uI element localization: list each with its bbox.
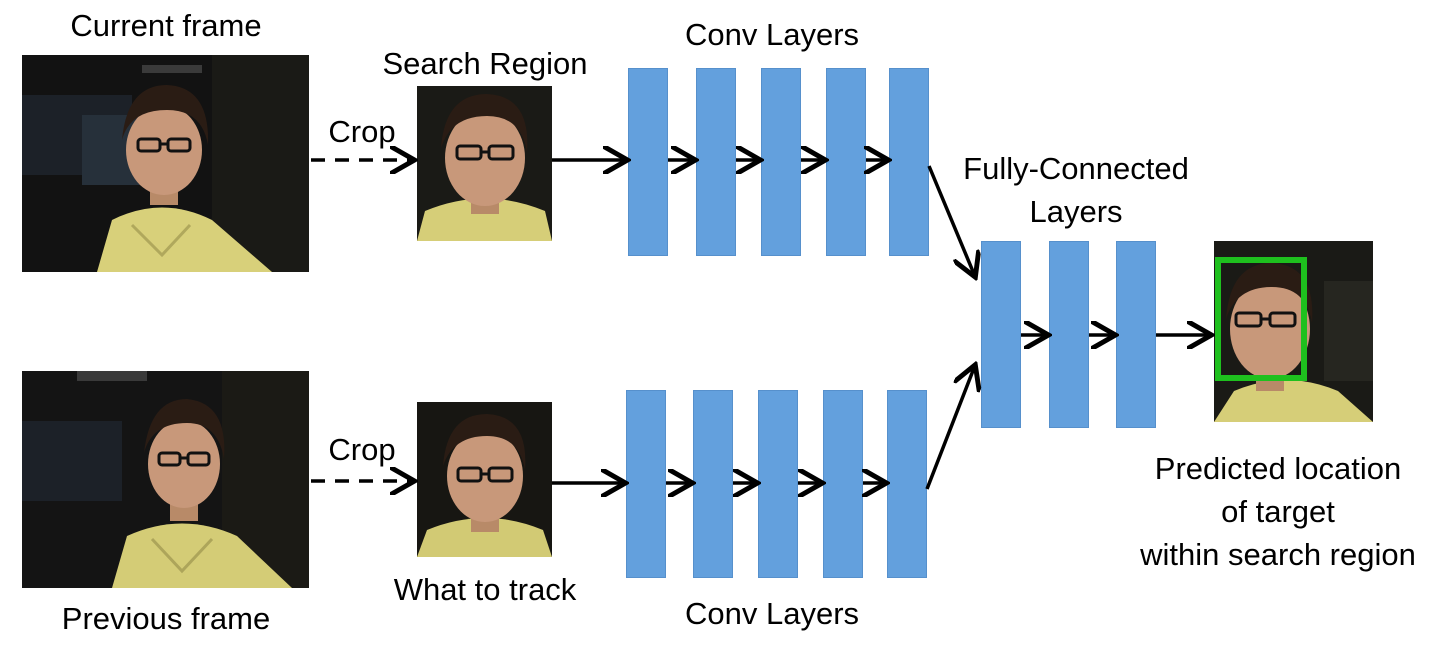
what-to-track-label: What to track [393, 572, 577, 607]
prediction-bounding-box [1215, 257, 1307, 381]
fc-layer-3 [1116, 241, 1156, 428]
conv-layer-bottom-3 [758, 390, 798, 578]
fc-layer-1 [981, 241, 1021, 428]
conv-top-to-fc-arrow [927, 165, 974, 274]
crop-label-bottom: Crop [328, 432, 396, 467]
predicted-location-image [1214, 241, 1373, 422]
search-region-image [417, 86, 552, 241]
current-frame-image [22, 55, 309, 272]
fc-layers-label-line2: Layers [1029, 194, 1123, 229]
current-frame-label: Current frame [70, 8, 262, 43]
conv-layers-label-top: Conv Layers [684, 17, 860, 52]
crop-label-top: Crop [328, 114, 396, 149]
conv-layer-top-2 [696, 68, 736, 256]
fc-layers-label-line1: Fully-Connected [963, 151, 1189, 186]
conv-layer-bottom-1 [626, 390, 666, 578]
conv-layers-label-bottom: Conv Layers [684, 596, 860, 631]
conv-layer-bottom-5 [887, 390, 927, 578]
what-to-track-image [417, 402, 552, 557]
prediction-label-line3: within search region [1140, 537, 1416, 572]
prediction-label-line2: of target [1221, 494, 1335, 529]
prediction-label-line1: Predicted location [1154, 451, 1402, 486]
previous-frame-image [22, 371, 309, 588]
previous-frame-label: Previous frame [61, 601, 271, 636]
search-region-label: Search Region [382, 46, 588, 81]
conv-bottom-to-fc-arrow [925, 368, 974, 490]
